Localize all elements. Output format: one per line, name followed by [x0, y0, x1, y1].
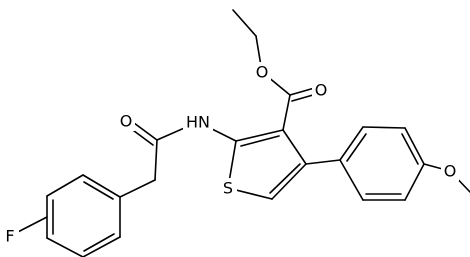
bonds [11, 9, 470, 257]
bond-amide-carbon-ch2 [154, 139, 158, 181]
bond-thiophene-c4-c5 [271, 163, 307, 200]
bond-fluorophenyl-5-inner [83, 233, 115, 252]
bond-methoxyphenyl-3-inner [401, 133, 419, 165]
ester-carbonyl-oxygen-label: O [315, 81, 328, 100]
bond-thiophene-c4-c5-inner [269, 163, 301, 194]
methoxy-oxygen-label: O [444, 162, 457, 181]
bond-methoxyphenyl-3 [404, 127, 425, 165]
bond-fluorophenyl-1 [82, 174, 121, 198]
atom-labels: O O HN O S F O [1, 62, 459, 246]
bond-methoxyphenyl-1 [339, 126, 364, 161]
bond-fluorophenyl-5 [82, 236, 121, 257]
amide-oxygen-label: O [120, 112, 133, 131]
bond-thiophene-c2-c3-inner [240, 135, 280, 147]
bond-methoxyphenyl-2 [362, 126, 406, 129]
bond-methyl-methylene [232, 9, 257, 37]
ester-oxygen-label: O [256, 63, 269, 82]
bond-thiophene-c4-methoxyphenyl [305, 159, 341, 165]
bond-methoxyphenyl-1-inner [346, 133, 367, 162]
bond-methoxyphenyl-6 [339, 159, 364, 201]
thiophene-sulfur-label: S [223, 179, 233, 198]
bond-methoxyphenyl-4 [404, 163, 425, 201]
bond-fluorophenyl-4 [46, 237, 84, 257]
bond-carbonyl-thiophene-c3 [282, 94, 291, 131]
amide-nitrogen-label: HN [186, 113, 210, 132]
bond-fluorophenyl-1-inner [83, 181, 114, 200]
fluorine-label: F [5, 227, 14, 246]
bond-thiophene-c3-c4 [282, 129, 307, 165]
bond-ch2-fluorophenyl [119, 179, 156, 198]
bond-fluorophenyl-2 [46, 174, 84, 197]
bond-thiophene-c2-c3 [235, 129, 284, 142]
